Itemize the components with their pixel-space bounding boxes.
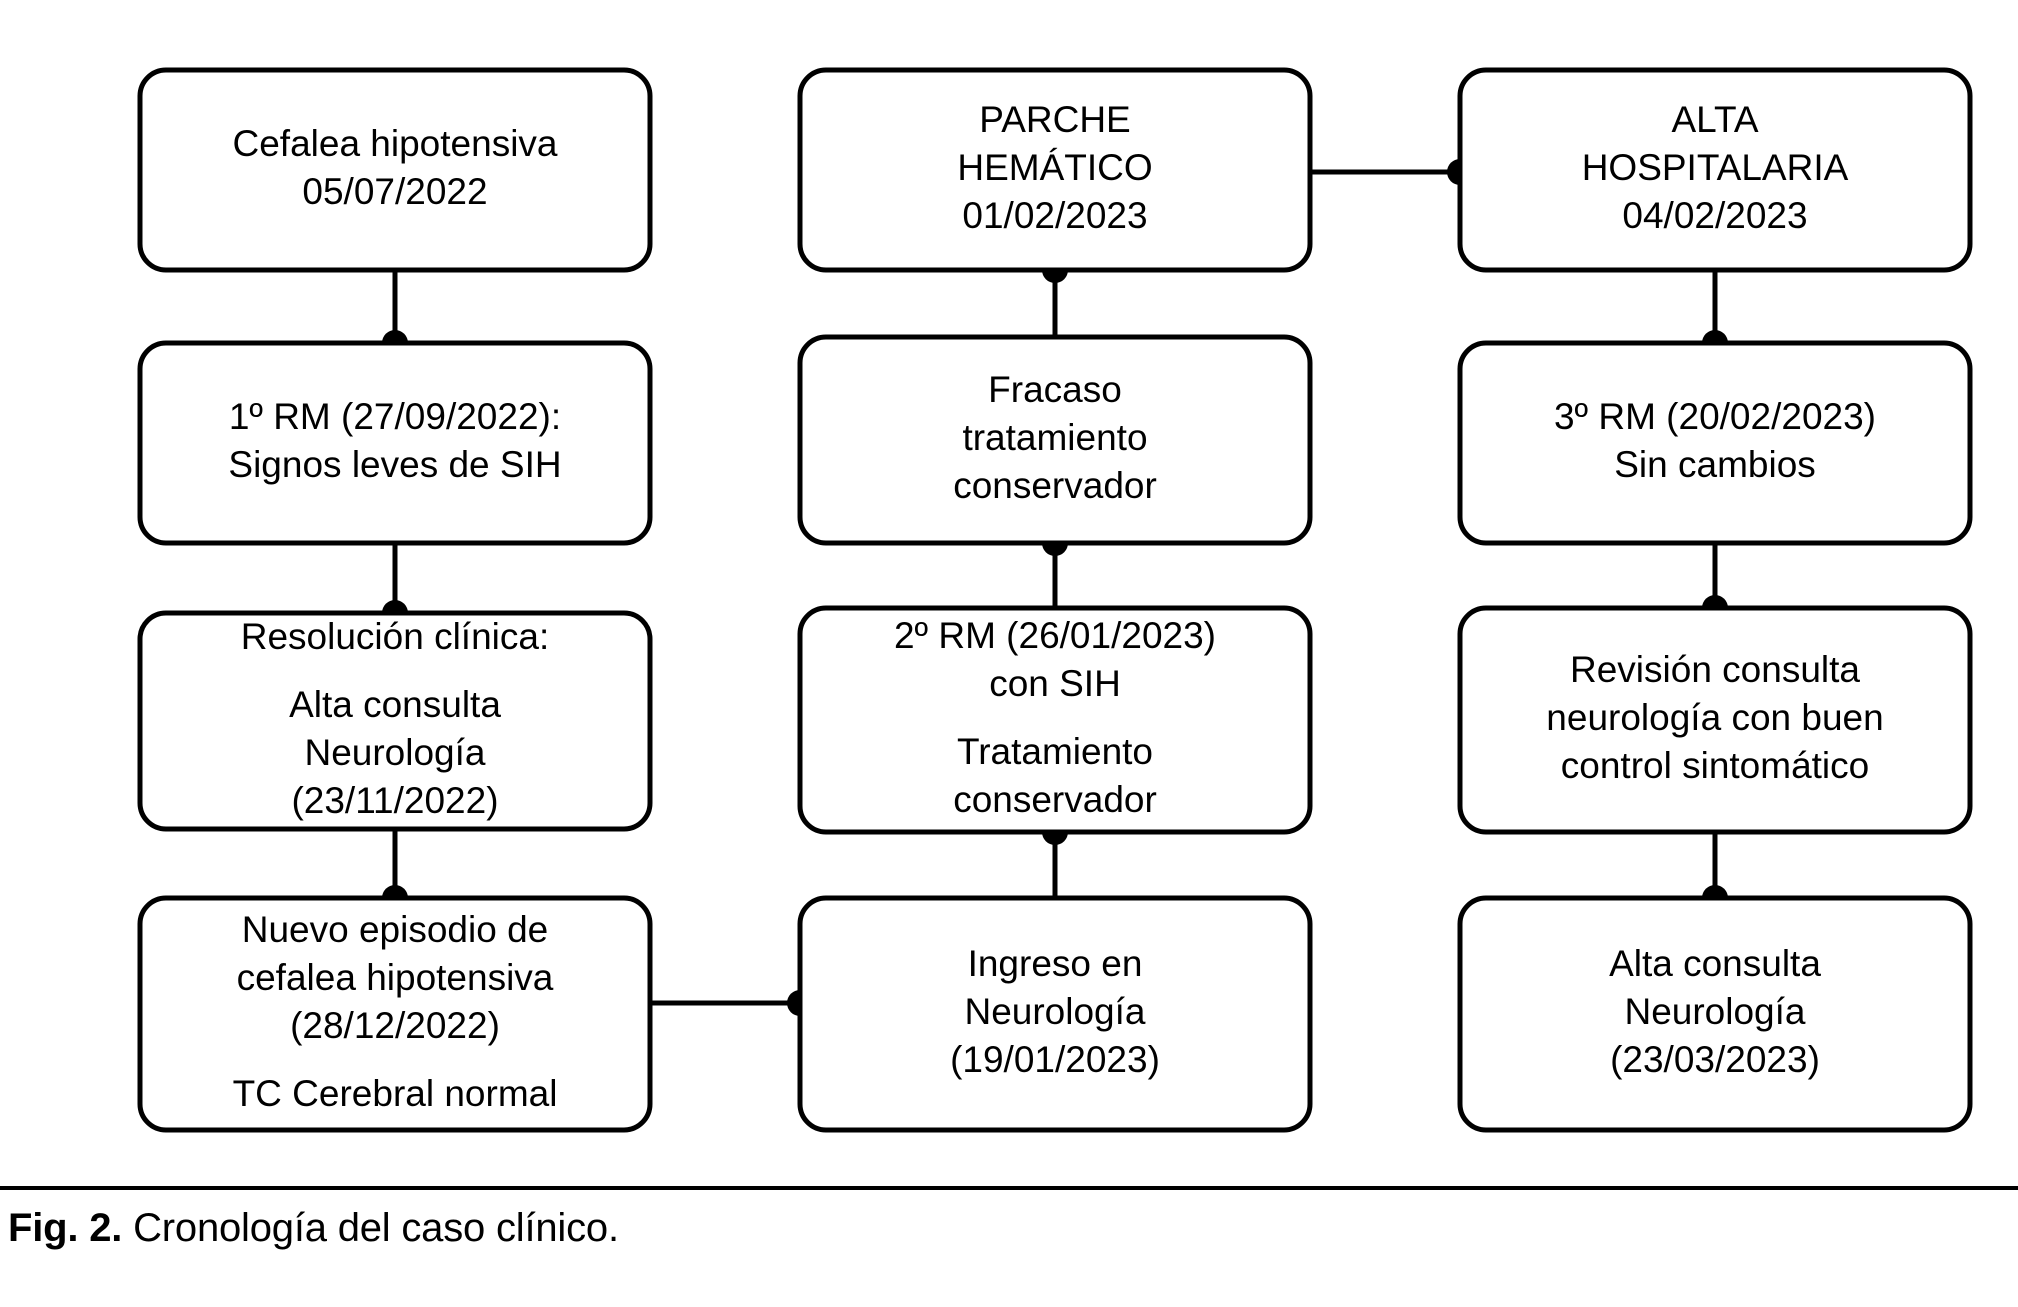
node-text-segunda-rm-line-1: con SIH: [989, 663, 1121, 704]
node-box-tercera-rm[interactable]: [1457, 340, 1973, 546]
node-ingreso-neurologia[interactable]: Ingreso en Neurología (19/01/2023): [797, 895, 1313, 1133]
node-text-nuevo-episodio-line-0: Nuevo episodio de: [242, 909, 549, 950]
node-primera-rm[interactable]: 1º RM (27/09/2022): Signos leves de SIH: [137, 340, 653, 546]
node-text-revision-consulta-line-2: control sintomático: [1561, 745, 1869, 786]
node-fracaso-tratamiento[interactable]: Fracaso tratamiento conservador: [797, 334, 1313, 546]
node-box-alta-consulta-final[interactable]: [1457, 895, 1973, 1133]
node-text-cefalea-hipotensiva-line-0: Cefalea hipotensiva: [233, 123, 558, 164]
node-segunda-rm[interactable]: 2º RM (26/01/2023) con SIH Tratamiento cons…: [797, 605, 1313, 835]
node-text-resolucion-clinica-line-2: Alta consulta: [289, 684, 501, 725]
node-text-alta-consulta-final-line-0: Alta consulta: [1609, 943, 1821, 984]
node-text-segunda-rm-line-0: 2º RM (26/01/2023): [894, 615, 1216, 656]
caption-description: Cronología del caso clínico.: [133, 1206, 619, 1250]
node-tercera-rm[interactable]: 3º RM (20/02/2023) Sin cambios: [1457, 340, 1973, 546]
node-text-nuevo-episodio-line-1: cefalea hipotensiva: [237, 957, 554, 998]
nodes-layer: Cefalea hipotensiva 05/07/2022 1º RM (27/0…: [137, 67, 1973, 1133]
node-text-revision-consulta-line-0: Revisión consulta: [1570, 649, 1860, 690]
node-resolucion-clinica[interactable]: Resolución clínica: Alta consultaNeurolog…: [137, 610, 653, 832]
edge-n5-to-n9: [1310, 159, 1473, 185]
node-text-primera-rm-line-1: Signos leves de SIH: [228, 444, 561, 485]
node-text-nuevo-episodio-line-2: (28/12/2022): [290, 1005, 500, 1046]
node-text-ingreso-neurologia-line-2: (19/01/2023): [950, 1039, 1160, 1080]
node-alta-hospitalaria[interactable]: ALTA HOSPITALARIA 04/02/2023: [1457, 67, 1973, 273]
node-text-ingreso-neurologia-line-0: Ingreso en: [968, 943, 1143, 984]
node-box-revision-consulta[interactable]: [1457, 605, 1973, 835]
node-nuevo-episodio[interactable]: Nuevo episodio de cefalea hipotensiva (28/…: [137, 895, 653, 1133]
caption-divider: [0, 1186, 2018, 1190]
node-text-segunda-rm-line-3: Tratamiento: [957, 731, 1153, 772]
node-text-alta-consulta-final-line-1: Neurología: [1624, 991, 1805, 1032]
caption-figure-number: Fig. 2.: [8, 1206, 123, 1250]
node-text-parche-hematico-line-0: PARCHE: [979, 99, 1130, 140]
node-box-parche-hematico[interactable]: [797, 67, 1313, 273]
node-text-tercera-rm-line-0: 3º RM (20/02/2023): [1554, 396, 1876, 437]
node-box-resolucion-clinica[interactable]: [137, 610, 653, 832]
node-text-ingreso-neurologia-line-1: Neurología: [964, 991, 1145, 1032]
node-cefalea-hipotensiva[interactable]: Cefalea hipotensiva 05/07/2022: [137, 67, 653, 273]
node-text-fracaso-tratamiento-line-2: conservador: [953, 465, 1157, 506]
node-text-nuevo-episodio-line-4: TC Cerebral normal: [233, 1073, 558, 1114]
edge-n4-to-n8: [650, 990, 813, 1016]
node-text-primera-rm-line-0: 1º RM (27/09/2022):: [229, 396, 561, 437]
node-parche-hematico[interactable]: PARCHE HEMÁTICO 01/02/2023: [797, 67, 1313, 273]
node-text-alta-hospitalaria-line-1: HOSPITALARIA: [1582, 147, 1849, 188]
node-text-parche-hematico-line-2: 01/02/2023: [962, 195, 1147, 236]
node-text-alta-consulta-final-line-2: (23/03/2023): [1610, 1039, 1820, 1080]
node-text-resolucion-clinica-line-3: Neurología: [304, 732, 485, 773]
node-box-fracaso-tratamiento[interactable]: [797, 334, 1313, 546]
node-box-ingreso-neurologia[interactable]: [797, 895, 1313, 1133]
node-box-primera-rm[interactable]: [137, 340, 653, 546]
flowchart-canvas: Cefalea hipotensiva 05/07/2022 1º RM (27/0…: [137, 67, 1973, 1133]
node-text-revision-consulta-line-1: neurología con buen: [1546, 697, 1883, 738]
node-text-cefalea-hipotensiva-line-1: 05/07/2022: [302, 171, 487, 212]
node-text-resolucion-clinica-line-0: Resolución clínica:: [241, 616, 549, 657]
node-text-alta-hospitalaria-line-0: ALTA: [1671, 99, 1758, 140]
edges-layer: [382, 159, 1728, 1016]
node-box-segunda-rm[interactable]: [797, 605, 1313, 835]
node-text-parche-hematico-line-1: HEMÁTICO: [957, 147, 1152, 188]
node-box-nuevo-episodio[interactable]: [137, 895, 653, 1133]
node-text-fracaso-tratamiento-line-0: Fracaso: [988, 369, 1122, 410]
node-text-alta-hospitalaria-line-2: 04/02/2023: [1622, 195, 1807, 236]
caption-line: Fig. 2. Cronología del caso clínico.: [0, 1206, 2018, 1251]
figure-caption: Fig. 2. Cronología del caso clínico.: [0, 1186, 2018, 1251]
node-text-segunda-rm-line-4: conservador: [953, 779, 1157, 820]
node-text-tercera-rm-line-1: Sin cambios: [1614, 444, 1816, 485]
node-text-resolucion-clinica-line-4: (23/11/2022): [291, 780, 498, 821]
node-box-cefalea-hipotensiva[interactable]: [137, 67, 653, 273]
node-text-fracaso-tratamiento-line-1: tratamiento: [962, 417, 1147, 458]
node-box-alta-hospitalaria[interactable]: [1457, 67, 1973, 273]
node-revision-consulta[interactable]: Revisión consulta neurología con buen cont…: [1457, 605, 1973, 835]
